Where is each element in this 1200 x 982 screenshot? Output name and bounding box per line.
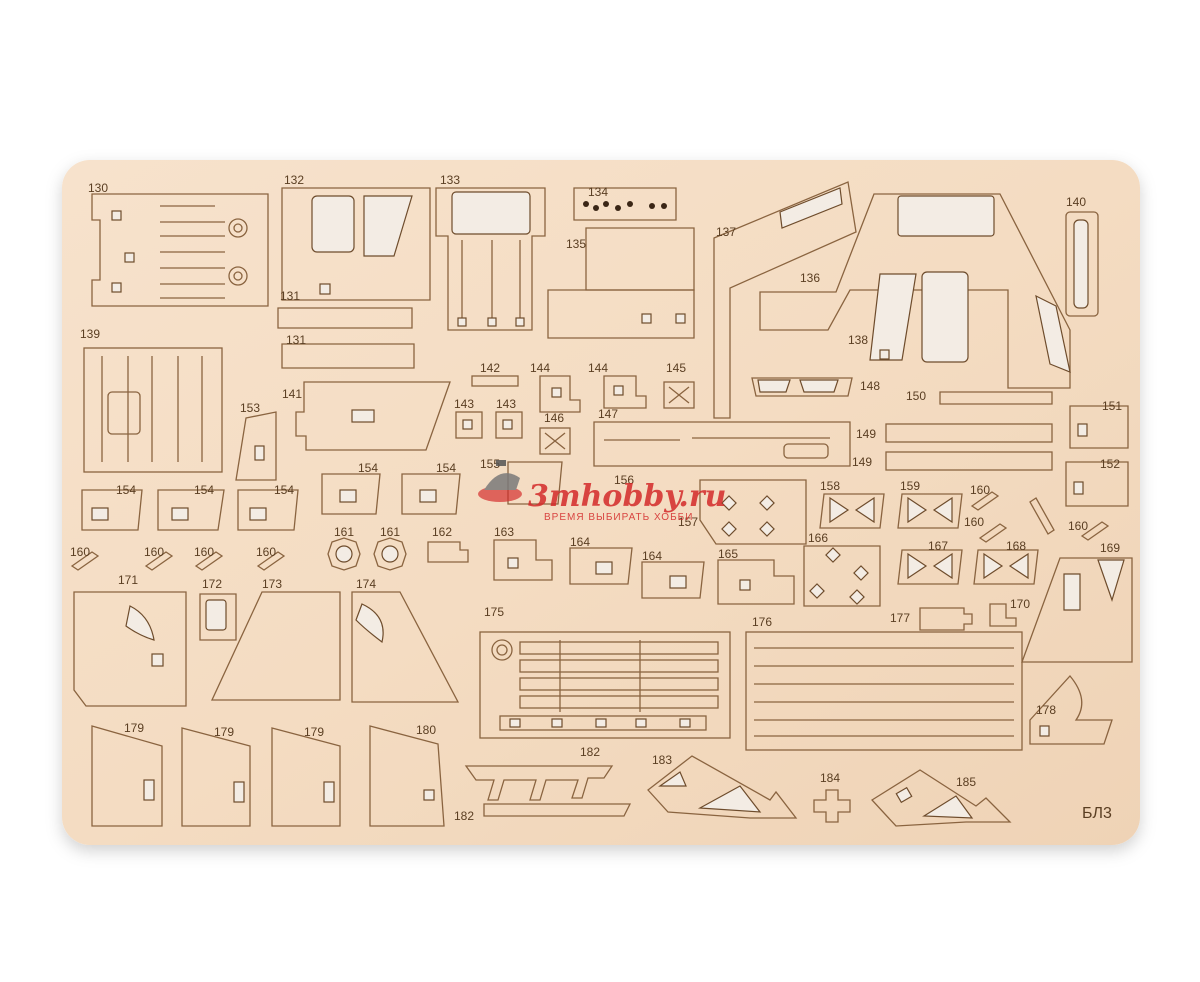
part-label: 180 — [416, 723, 436, 737]
part-label: 160 — [144, 545, 164, 559]
part-label: 160 — [256, 545, 276, 559]
part-label: 172 — [202, 577, 222, 591]
part-label: 161 — [334, 525, 354, 539]
part-label: 183 — [652, 753, 672, 767]
part-label: 182 — [580, 745, 600, 759]
watermark: 3mhobby.ru ВРЕМЯ ВЫБИРАТЬ ХОББИ — [478, 460, 726, 523]
part-label: 135 — [566, 237, 586, 251]
part-label: 179 — [214, 725, 234, 739]
part-label: 167 — [928, 539, 948, 553]
part-label: 138 — [848, 333, 868, 347]
watermark-tagline: ВРЕМЯ ВЫБИРАТЬ ХОББИ — [544, 512, 693, 523]
part-label: 160 — [70, 545, 90, 559]
part-label: 153 — [240, 401, 260, 415]
part-label: 165 — [718, 547, 738, 561]
part-label: 140 — [1066, 195, 1086, 209]
part-label: 157 — [678, 515, 698, 529]
part-label: 154 — [436, 461, 456, 475]
part-label: 177 — [890, 611, 910, 625]
part-label: 151 — [1102, 399, 1122, 413]
part-label: 161 — [380, 525, 400, 539]
part-label: 176 — [752, 615, 772, 629]
part-label: 184 — [820, 771, 840, 785]
part-label: 134 — [588, 185, 608, 199]
part-label: 164 — [570, 535, 590, 549]
part-label: 164 — [642, 549, 662, 563]
part-label: 171 — [118, 573, 138, 587]
part-label: 147 — [598, 407, 618, 421]
part-label: 155 — [480, 457, 500, 471]
watermark-brand: 3mhobby.ru — [528, 479, 726, 514]
part-label: 169 — [1100, 541, 1120, 555]
part-label: 141 — [282, 387, 302, 401]
part-label: 182 — [454, 809, 474, 823]
part-label: 130 — [88, 181, 108, 195]
part-label: 160 — [964, 515, 984, 529]
part-label: 175 — [484, 605, 504, 619]
part-label: 159 — [900, 479, 920, 493]
part-label: 154 — [116, 483, 136, 497]
part-label: 148 — [860, 379, 880, 393]
part-label: 154 — [194, 483, 214, 497]
part-label: 160 — [970, 483, 990, 497]
part-label: 131 — [286, 333, 306, 347]
part-label: 144 — [588, 361, 608, 375]
plywood-sheet — [62, 160, 1140, 845]
part-label: 163 — [494, 525, 514, 539]
part-label: 173 — [262, 577, 282, 591]
part-label: 137 — [716, 225, 736, 239]
part-label: 178 — [1036, 703, 1056, 717]
part-label: 154 — [274, 483, 294, 497]
part-label: 166 — [808, 531, 828, 545]
part-label: 132 — [284, 173, 304, 187]
part-label: 149 — [852, 455, 872, 469]
part-label: 162 — [432, 525, 452, 539]
sheet-code: БЛ3 — [1082, 805, 1112, 822]
part-label: 179 — [304, 725, 324, 739]
laser-cut-parts — [70, 181, 1133, 827]
part-label: 133 — [440, 173, 460, 187]
part-label: 174 — [356, 577, 376, 591]
part-label: 160 — [1068, 519, 1088, 533]
part-label: 168 — [1006, 539, 1026, 553]
part-label: 149 — [856, 427, 876, 441]
part-label: 185 — [956, 775, 976, 789]
part-number-labels: 130 131 131 132 133 134 135 136 137 138 … — [70, 173, 1122, 823]
part-label: 160 — [194, 545, 214, 559]
part-label: 150 — [906, 389, 926, 403]
part-label: 158 — [820, 479, 840, 493]
part-label: 170 — [1010, 597, 1030, 611]
part-label: 179 — [124, 721, 144, 735]
part-label: 156 — [614, 473, 634, 487]
part-label: 154 — [358, 461, 378, 475]
part-label: 139 — [80, 327, 100, 341]
cap-logo-icon — [478, 460, 522, 502]
part-label: 152 — [1100, 457, 1120, 471]
part-label: 143 — [496, 397, 516, 411]
part-label: 131 — [280, 289, 300, 303]
part-label: 136 — [800, 271, 820, 285]
part-label: 146 — [544, 411, 564, 425]
part-label: 142 — [480, 361, 500, 375]
part-label: 143 — [454, 397, 474, 411]
part-label: 145 — [666, 361, 686, 375]
part-label: 144 — [530, 361, 550, 375]
